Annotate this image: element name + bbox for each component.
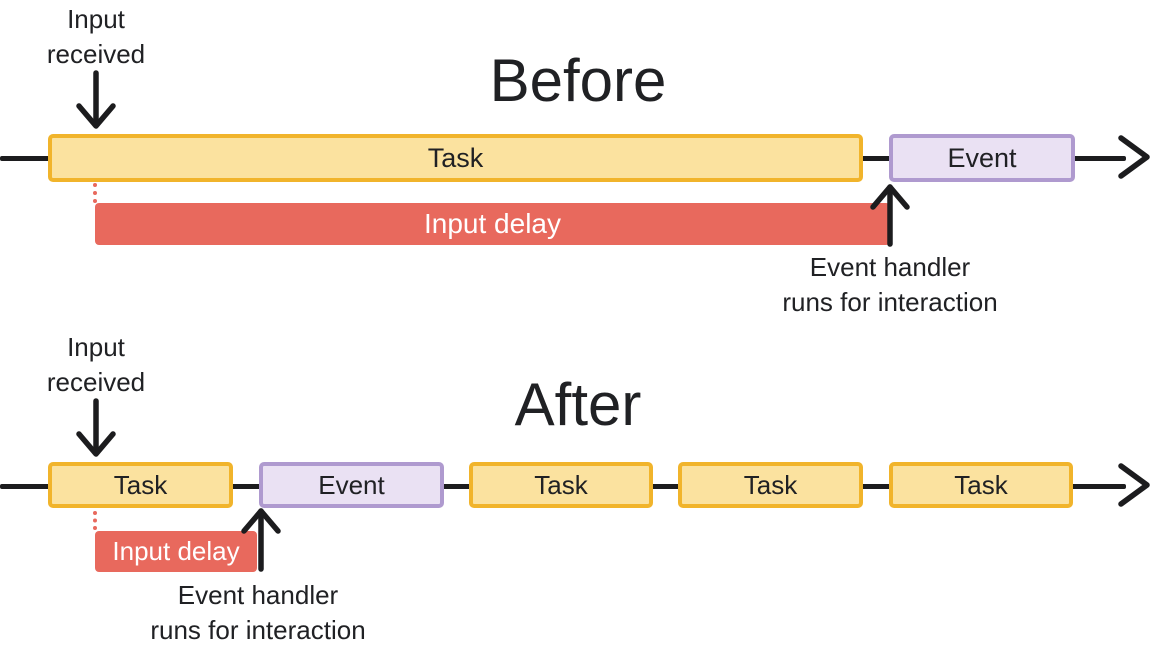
after-task-label-1: Task xyxy=(113,469,168,500)
before-timeline-arrowhead-icon xyxy=(1118,135,1150,179)
after-event-bar: Event xyxy=(259,462,444,508)
after-timeline-arrowhead-icon xyxy=(1118,463,1150,507)
before-event-handler-note: Event handler runs for interaction xyxy=(776,250,1004,320)
after-event-handler-note-line1: Event handler xyxy=(177,580,339,610)
after-input-arrow-down-icon xyxy=(76,398,116,457)
after-section-title: After xyxy=(514,371,642,438)
before-input-received-label: Input received xyxy=(46,4,146,69)
after-event-handler-note: Event handler runs for interaction xyxy=(144,578,372,647)
after-input-received-label: Input received xyxy=(46,332,146,397)
after-task-bar-2: Task xyxy=(469,462,653,508)
before-input-delay-bar: Input delay xyxy=(95,203,890,245)
after-task-bar-1: Task xyxy=(48,462,233,508)
after-event-handler-note-line2: runs for interaction xyxy=(150,615,366,645)
after-task-label-3: Task xyxy=(743,469,798,500)
after-task-label-4: Task xyxy=(954,469,1008,500)
before-section-title: Before xyxy=(489,47,667,114)
before-event-bar: Event xyxy=(889,134,1075,182)
after-task-bar-4: Task xyxy=(889,462,1073,508)
before-event-label: Event xyxy=(947,142,1017,173)
before-input-delay-label: Input delay xyxy=(424,208,561,239)
after-input-delay-label: Input delay xyxy=(112,536,240,566)
before-task-label: Task xyxy=(427,142,484,173)
after-task-bar-3: Task xyxy=(678,462,863,508)
after-event-handler-arrow-up-icon xyxy=(241,508,281,572)
after-event-label: Event xyxy=(318,469,385,500)
after-input-dotted-line xyxy=(93,511,97,530)
after-task-label-2: Task xyxy=(534,469,588,500)
before-task-bar: Task xyxy=(48,134,863,182)
before-event-handler-arrow-up-icon xyxy=(870,184,910,247)
before-event-handler-note-line1: Event handler xyxy=(809,252,971,282)
before-event-handler-note-line2: runs for interaction xyxy=(782,287,998,317)
before-input-arrow-down-icon xyxy=(76,70,116,129)
before-input-dotted-line xyxy=(93,183,97,203)
after-input-delay-bar: Input delay xyxy=(95,531,257,572)
